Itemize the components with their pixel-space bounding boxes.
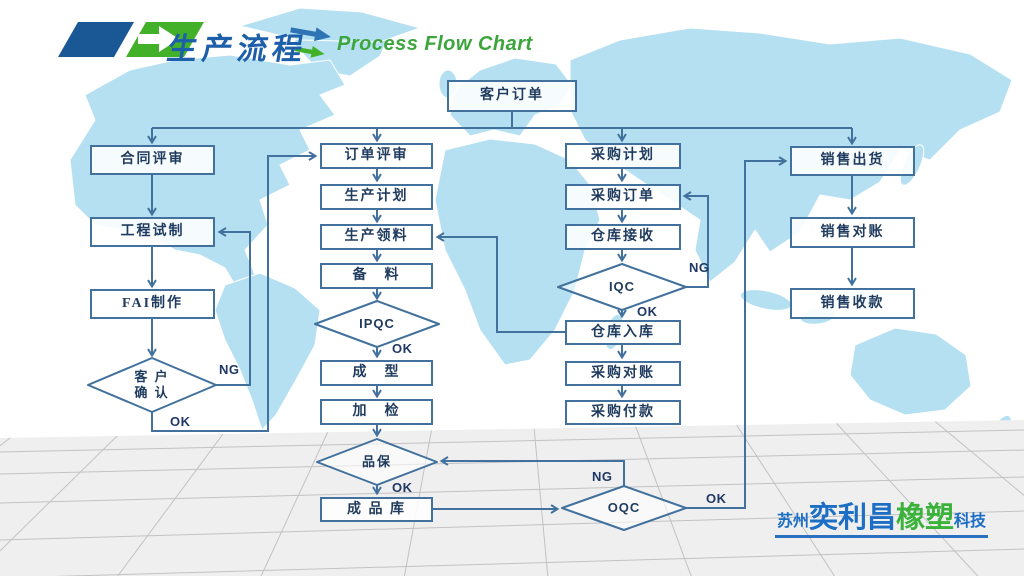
diamond-iqc-shape [557, 263, 687, 311]
flow-node-order-review: 订单评审 [320, 143, 433, 169]
flow-diamond-qa-label: 品保 [361, 453, 392, 469]
company-logo-name-accent: 橡塑 [896, 502, 955, 534]
edge-label-customer-confirm-ok: OK [170, 414, 191, 429]
map-arctic [239, 7, 421, 43]
map-australia [849, 327, 972, 416]
flow-node-fai-production: FAI制作 [90, 289, 215, 319]
title-arrow-blue-icon [290, 27, 331, 42]
connector-storage-requisition [438, 237, 565, 333]
edge-label-iqc-ng: NG [689, 260, 710, 275]
flow-diamond-customer-confirm-label: 客 户 确 认 [134, 368, 170, 400]
diamond-oqc-shape [561, 485, 687, 531]
company-logo-prefix: 苏州 [777, 513, 810, 530]
connector-trunk [152, 112, 852, 129]
page-title-english: Process Flow Chart [337, 33, 533, 55]
page-title-chinese: 生产流程 [164, 33, 311, 66]
logo-arrow-white-icon [138, 26, 179, 52]
company-logo-suffix: 科技 [954, 513, 987, 530]
flow-node-purchase-payment: 采购付款 [565, 400, 681, 425]
logo-parallelogram-blue [58, 22, 134, 57]
connector-oqc-ok-sales [686, 161, 785, 509]
flow-node-sales-reconciliation: 销售对账 [790, 217, 915, 248]
flow-node-molding: 成 型 [320, 360, 433, 386]
flow-node-purchase-reconciliation: 采购对账 [565, 361, 681, 386]
flow-node-purchase-plan: 采购计划 [565, 143, 681, 169]
flow-node-warehouse-receiving: 仓库接收 [565, 224, 681, 250]
connector-iqc-ng-order [685, 196, 709, 288]
flow-node-sales-shipment: 销售出货 [790, 146, 915, 176]
flow-node-customer-order: 客户订单 [447, 80, 577, 112]
company-logo: 苏州 奕利昌 橡塑 科技 [775, 502, 989, 538]
flow-diamond-oqc-label: OQC [607, 499, 641, 515]
flow-node-warehouse-storage: 仓库入库 [565, 320, 681, 345]
flow-node-sales-collection: 销售收款 [790, 288, 915, 319]
flow-node-material-prep: 备 料 [320, 263, 433, 289]
flow-node-engineering-trial: 工程试制 [90, 217, 215, 247]
diamond-customer-confirm-shape [87, 357, 217, 413]
flow-node-purchase-order: 采购订单 [565, 184, 681, 210]
title-arrow-green-icon [294, 45, 325, 58]
header-logo-shapes [58, 22, 331, 58]
flow-node-processing-inspection: 加 检 [320, 399, 433, 425]
map-island-1 [739, 289, 793, 311]
connector-oqc-ng-qa [442, 461, 625, 486]
flow-connectors [152, 112, 852, 509]
flow-node-finished-goods: 成 品 库 [320, 497, 433, 522]
flow-node-production-plan: 生产计划 [320, 184, 433, 210]
flow-diamond-iqc-label: IQC [608, 278, 636, 294]
company-logo-name-primary: 奕利昌 [809, 502, 897, 534]
flow-diamond-ipqc-label: IPQC [359, 315, 395, 331]
edge-label-oqc-ng: NG [592, 469, 613, 484]
diamond-qa-shape [316, 438, 438, 486]
diamond-ipqc-shape [314, 300, 440, 348]
connector-confirm-ng-engineering [216, 232, 251, 386]
flow-node-contract-review: 合同评审 [90, 145, 215, 175]
edge-label-customer-confirm-ng: NG [219, 362, 240, 377]
edge-label-qa-ok: OK [392, 480, 413, 495]
edge-label-oqc-ok: OK [706, 491, 727, 506]
edge-label-iqc-ok: OK [637, 304, 658, 319]
map-africa [434, 138, 601, 366]
edge-label-ipqc-ok: OK [392, 341, 413, 356]
flow-diamonds [87, 263, 687, 531]
flow-node-material-requisition: 生产领料 [320, 224, 433, 250]
connector-confirm-ok-order-review [151, 156, 315, 432]
